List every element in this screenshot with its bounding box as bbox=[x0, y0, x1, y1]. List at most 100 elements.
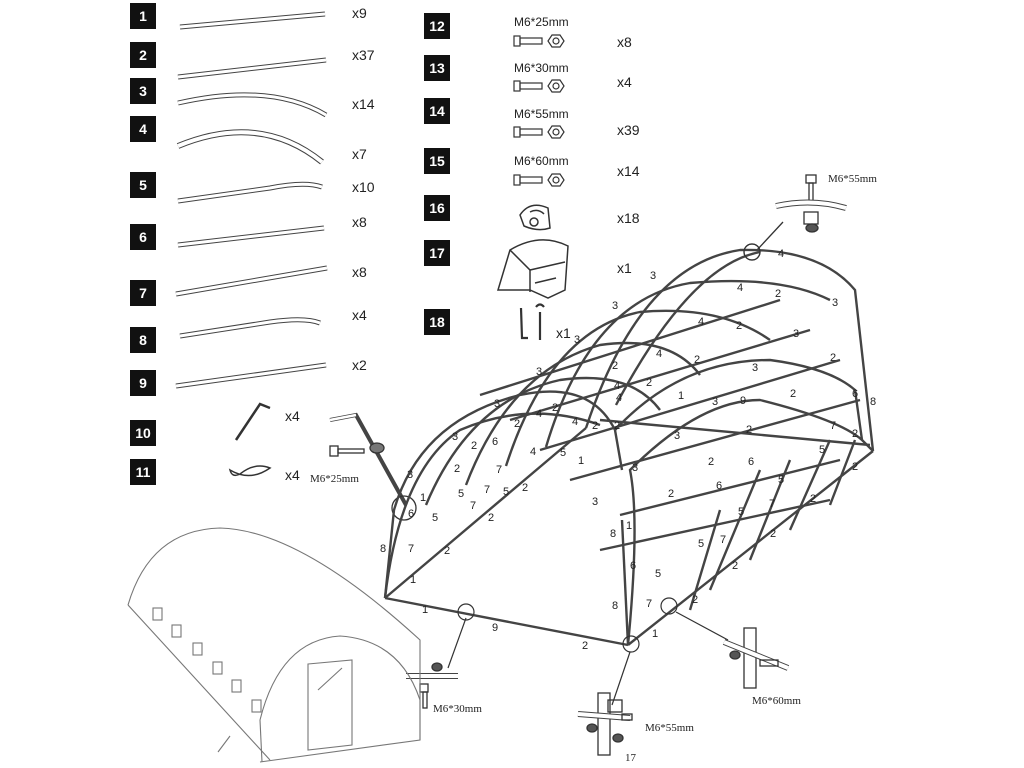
frame-label: 1 bbox=[626, 520, 633, 532]
frame-label: 6 bbox=[630, 560, 637, 572]
greenhouse-frame bbox=[383, 248, 875, 647]
frame-label: 2 bbox=[830, 352, 837, 364]
frame-label: 2 bbox=[514, 418, 521, 430]
frame-label: 2 bbox=[471, 440, 478, 452]
frame-label: 2 bbox=[668, 488, 675, 500]
part-badge-11: 11 bbox=[130, 459, 156, 485]
part-qty-8: x4 bbox=[352, 307, 367, 323]
frame-label: 3 bbox=[574, 334, 581, 346]
part-badge-12: 12 bbox=[424, 13, 450, 39]
frame-label: 8 bbox=[610, 528, 617, 540]
part-qty-17: x1 bbox=[617, 260, 632, 276]
frame-label: 5 bbox=[503, 486, 510, 498]
frame-label: 2 bbox=[612, 360, 619, 372]
part-badge-8: 8 bbox=[130, 327, 156, 353]
connector-part-17 bbox=[496, 239, 569, 299]
frame-label: 8 bbox=[380, 543, 387, 555]
callout-left-bolt: M6*25mm bbox=[310, 473, 359, 485]
part-qty-12: x8 bbox=[617, 34, 632, 50]
frame-label: 7 bbox=[496, 464, 503, 476]
part-badge-16: 16 bbox=[424, 195, 450, 221]
frame-label: 2 bbox=[736, 320, 743, 332]
tube-part-9 bbox=[175, 362, 327, 389]
frame-label: 2 bbox=[770, 528, 777, 540]
frame-label: 2 bbox=[582, 640, 589, 652]
bolt-nut-15 bbox=[513, 173, 565, 187]
frame-label: 2 bbox=[790, 388, 797, 400]
tube-part-2 bbox=[177, 57, 327, 80]
part-qty-7: x8 bbox=[352, 264, 367, 280]
frame-label: 1 bbox=[678, 390, 685, 402]
tools-part-18 bbox=[519, 303, 545, 340]
frame-label: 3 bbox=[592, 496, 599, 508]
frame-label: 2 bbox=[444, 545, 451, 557]
frame-label: 2 bbox=[810, 493, 817, 505]
bottom-right-exploded bbox=[722, 627, 790, 689]
frame-label: 6 bbox=[716, 480, 723, 492]
part-badge-13: 13 bbox=[424, 55, 450, 81]
frame-label: 4 bbox=[536, 408, 543, 420]
frame-label: 7 bbox=[484, 484, 491, 496]
frame-label: 2 bbox=[694, 354, 701, 366]
bolt-spec-15: M6*60mm bbox=[514, 154, 569, 168]
frame-label: 4 bbox=[614, 380, 621, 392]
frame-label: 1 bbox=[652, 628, 659, 640]
frame-label: 4 bbox=[656, 348, 663, 360]
frame-label: 3 bbox=[452, 431, 459, 443]
part-badge-18: 18 bbox=[424, 309, 450, 335]
frame-label: 2 bbox=[852, 461, 859, 473]
frame-label: 2 bbox=[708, 456, 715, 468]
left-bolt-exploded bbox=[329, 412, 417, 521]
part-badge-15: 15 bbox=[424, 148, 450, 174]
part-qty-6: x8 bbox=[352, 214, 367, 230]
part-badge-17: 17 bbox=[424, 240, 450, 266]
bolt-nut-12 bbox=[513, 34, 565, 48]
frame-label: 7 bbox=[769, 498, 776, 510]
joint-front-mid bbox=[457, 603, 475, 621]
frame-label: 2 bbox=[454, 463, 461, 475]
frame-label: 2 bbox=[775, 288, 782, 300]
part-qty-5: x10 bbox=[352, 179, 375, 195]
frame-label: 8 bbox=[612, 600, 619, 612]
frame-label: 3 bbox=[536, 366, 543, 378]
bolt-nut-13 bbox=[513, 79, 565, 93]
part-qty-9: x2 bbox=[352, 357, 367, 373]
frame-label: 1 bbox=[420, 492, 427, 504]
frame-label: 9 bbox=[492, 622, 499, 634]
part-badge-6: 6 bbox=[130, 224, 156, 250]
joint-top bbox=[743, 243, 761, 261]
frame-label: 5 bbox=[778, 474, 785, 486]
frame-label: 3 bbox=[752, 362, 759, 374]
frame-label: 2 bbox=[552, 402, 559, 414]
part-qty-16: x18 bbox=[617, 210, 640, 226]
tube-part-4 bbox=[176, 129, 324, 165]
frame-label: 4 bbox=[530, 446, 537, 458]
frame-label: 2 bbox=[522, 482, 529, 494]
tube-part-3 bbox=[177, 92, 328, 118]
frame-label: 3 bbox=[407, 469, 414, 481]
frame-label: 7 bbox=[646, 598, 653, 610]
frame-label: 7 bbox=[830, 420, 837, 432]
frame-label: 6 bbox=[492, 436, 499, 448]
frame-label: 6 bbox=[748, 456, 755, 468]
frame-label: 7 bbox=[408, 543, 415, 555]
part-qty-13: x4 bbox=[617, 74, 632, 90]
frame-label: 2 bbox=[746, 424, 753, 436]
part-qty-14: x39 bbox=[617, 122, 640, 138]
frame-label: 5 bbox=[458, 488, 465, 500]
tube-part-8 bbox=[179, 317, 321, 339]
frame-label: 5 bbox=[432, 512, 439, 524]
frame-label: 3 bbox=[793, 328, 800, 340]
frame-label: 1 bbox=[422, 604, 429, 616]
part-qty-11: x4 bbox=[285, 467, 300, 483]
callout-bottom-center-bolt: M6*55mm bbox=[645, 722, 694, 734]
part-qty-2: x37 bbox=[352, 47, 375, 63]
tube-part-7 bbox=[175, 265, 328, 297]
tube-part-5 bbox=[177, 181, 323, 204]
frame-label: 4 bbox=[778, 248, 785, 260]
frame-label: 6 bbox=[852, 388, 859, 400]
part-badge-10: 10 bbox=[130, 420, 156, 446]
part-badge-7: 7 bbox=[130, 280, 156, 306]
finished-tent bbox=[127, 527, 421, 763]
